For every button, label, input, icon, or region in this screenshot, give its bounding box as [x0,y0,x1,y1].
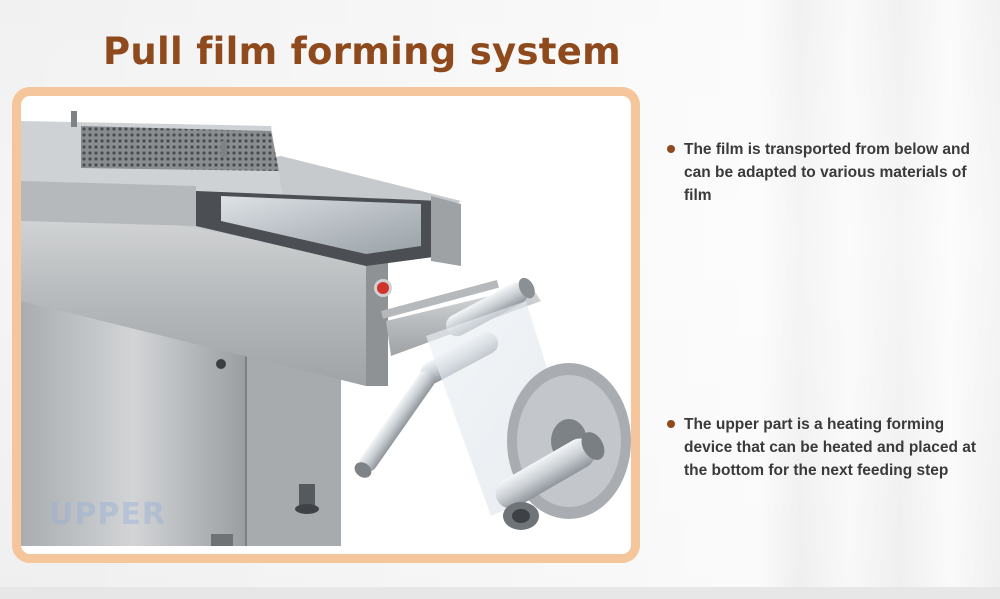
bottom-strip [0,587,1000,599]
machine-photo: UPPER [12,87,640,563]
machine-illustration [21,111,631,546]
bullet-text: The film is transported from below and c… [684,141,970,204]
bullet-text: The upper part is a heating forming devi… [684,416,977,479]
bullet-dot-icon [667,145,675,153]
bullet-dot-icon [667,420,675,428]
bullet-item: The film is transported from below and c… [667,138,977,207]
watermark-logo: UPPER [49,497,166,532]
page-title: Pull film forming system [103,30,622,73]
bullet-item: The upper part is a heating forming devi… [667,413,977,482]
